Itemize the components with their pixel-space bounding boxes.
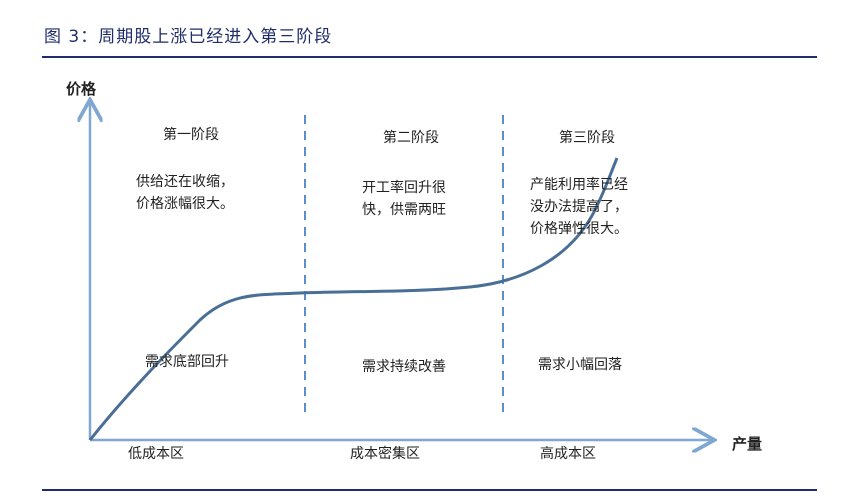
stage-3-desc-line: 产能利用率已经: [530, 177, 628, 193]
y-axis-label: 价格: [66, 80, 97, 98]
price-curve: [88, 157, 619, 441]
stage-3-desc-line: 没办法提高了，: [530, 199, 628, 215]
stage-2-desc-line: 开工率回升很: [362, 180, 446, 196]
stage-1-demand: 需求底部回升: [145, 354, 229, 370]
stage-3-demand: 需求小幅回落: [538, 357, 622, 373]
stage-3-cost-zone: 高成本区: [540, 446, 596, 462]
stage-1-desc-line: 供给还在收缩，: [136, 174, 234, 190]
stage-1-title: 第一阶段: [163, 127, 219, 143]
stage-1-desc: 供给还在收缩， 价格涨幅很大。: [136, 171, 234, 215]
stage-2-title: 第二阶段: [383, 130, 439, 146]
x-axis-label: 产量: [732, 435, 763, 453]
stage-2-desc: 开工率回升很 快，供需两旺: [362, 177, 446, 221]
stage-1-cost-zone: 低成本区: [128, 446, 184, 462]
top-rule: [42, 56, 817, 58]
stage-1-desc-line: 价格涨幅很大。: [136, 196, 234, 212]
stage-2-cost-zone: 成本密集区: [350, 446, 420, 462]
stage-3-desc: 产能利用率已经 没办法提高了， 价格弹性很大。: [530, 174, 628, 240]
stage-2-desc-line: 快，供需两旺: [362, 202, 446, 218]
stage-2-demand: 需求持续改善: [362, 359, 446, 375]
stage-3-desc-line: 价格弹性很大。: [530, 221, 628, 237]
stage-3-title: 第三阶段: [559, 130, 615, 146]
figure-title: 图 3：周期股上涨已经进入第三阶段: [44, 27, 333, 47]
bottom-rule: [42, 489, 817, 491]
